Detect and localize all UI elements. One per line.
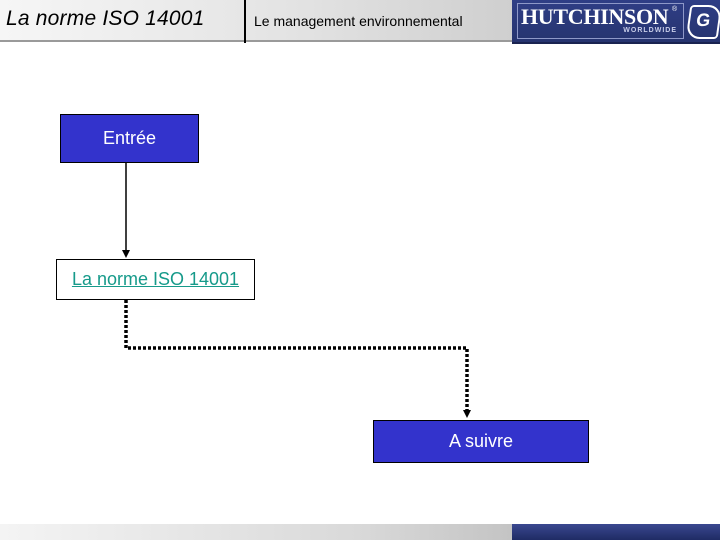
title-divider [244, 0, 246, 43]
header-band [0, 0, 512, 42]
logo-frame: HUTCHINSON ® WORLDWIDE [517, 3, 684, 39]
node-norme-link[interactable]: La norme ISO 14001 [71, 269, 240, 289]
hutchinson-logo: HUTCHINSON ® WORLDWIDE G [512, 0, 720, 44]
edge-norme-to-suivre [124, 300, 471, 418]
logo-name: HUTCHINSON [521, 4, 669, 29]
node-a-suivre-label: A suivre [448, 431, 514, 451]
node-entree[interactable]: Entrée [60, 114, 199, 163]
slide-header: La norme ISO 14001 Le management environ… [0, 0, 720, 44]
registered-mark: ® [672, 6, 678, 13]
node-norme-iso-14001[interactable]: La norme ISO 14001 [56, 259, 255, 300]
footer-band [0, 524, 512, 540]
node-a-suivre[interactable]: A suivre [373, 420, 589, 463]
page-subtitle: Le management environnemental [254, 13, 463, 29]
node-entree-label: Entrée [102, 128, 157, 148]
page-title: La norme ISO 14001 [6, 7, 205, 30]
footer-blue-band [512, 524, 720, 540]
logo-tagline: WORLDWIDE [623, 27, 677, 34]
